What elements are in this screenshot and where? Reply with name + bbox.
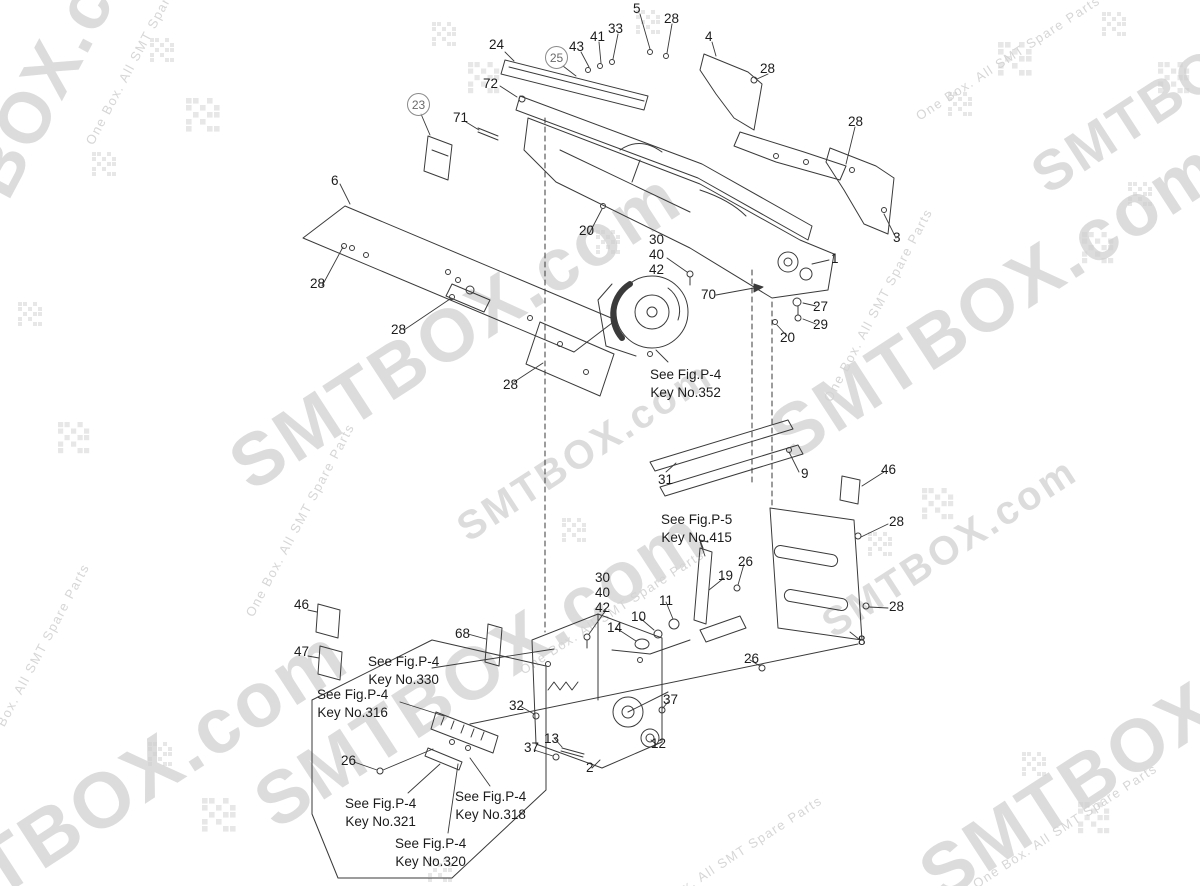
cover-plate-6 <box>302 205 617 353</box>
feeder-upper-assembly <box>423 49 895 325</box>
boundary-outline <box>311 639 547 879</box>
tape-rails <box>649 419 804 497</box>
tooth-bracket-316 <box>424 711 499 771</box>
arrow-70 <box>715 283 764 296</box>
side-plate-8 <box>769 475 870 641</box>
guide-rod-415 <box>693 539 713 625</box>
small-plates-46-47-68 <box>315 603 503 681</box>
leader-lines <box>307 13 897 834</box>
sprocket-fan-assembly <box>597 275 689 357</box>
lower-frame-assembly <box>376 584 859 775</box>
projection-dashed-lines <box>544 117 773 633</box>
qr-pattern-decoration <box>18 10 1190 882</box>
cover-plate-small <box>525 321 615 397</box>
